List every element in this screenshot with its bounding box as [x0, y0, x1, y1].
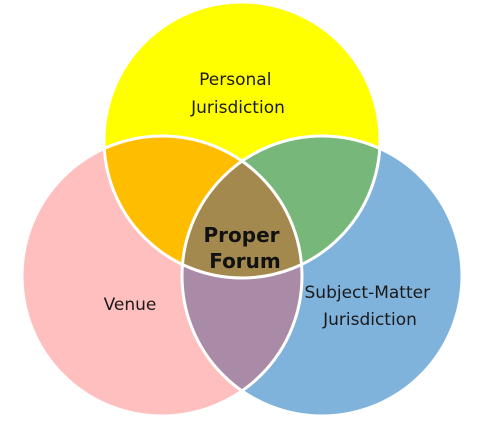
subject-matter-label: Subject-Matter Jurisdiction	[305, 283, 436, 330]
center-label-line-1: Proper	[204, 223, 280, 247]
center-label-line-2: Forum	[209, 249, 281, 273]
circle-outlines	[20, 0, 464, 418]
proper-forum-label: Proper Forum	[204, 223, 287, 273]
personal-label-line-1: Personal	[199, 70, 271, 90]
subject-label-line-1: Subject-Matter	[305, 283, 431, 303]
personal-jurisdiction-label: Personal Jurisdiction	[190, 70, 285, 118]
personal-label-line-2: Jurisdiction	[190, 98, 285, 118]
venue-label: Venue	[104, 295, 157, 315]
overlap-all-three	[182, 136, 302, 278]
subject-label-line-2: Jurisdiction	[322, 310, 417, 330]
